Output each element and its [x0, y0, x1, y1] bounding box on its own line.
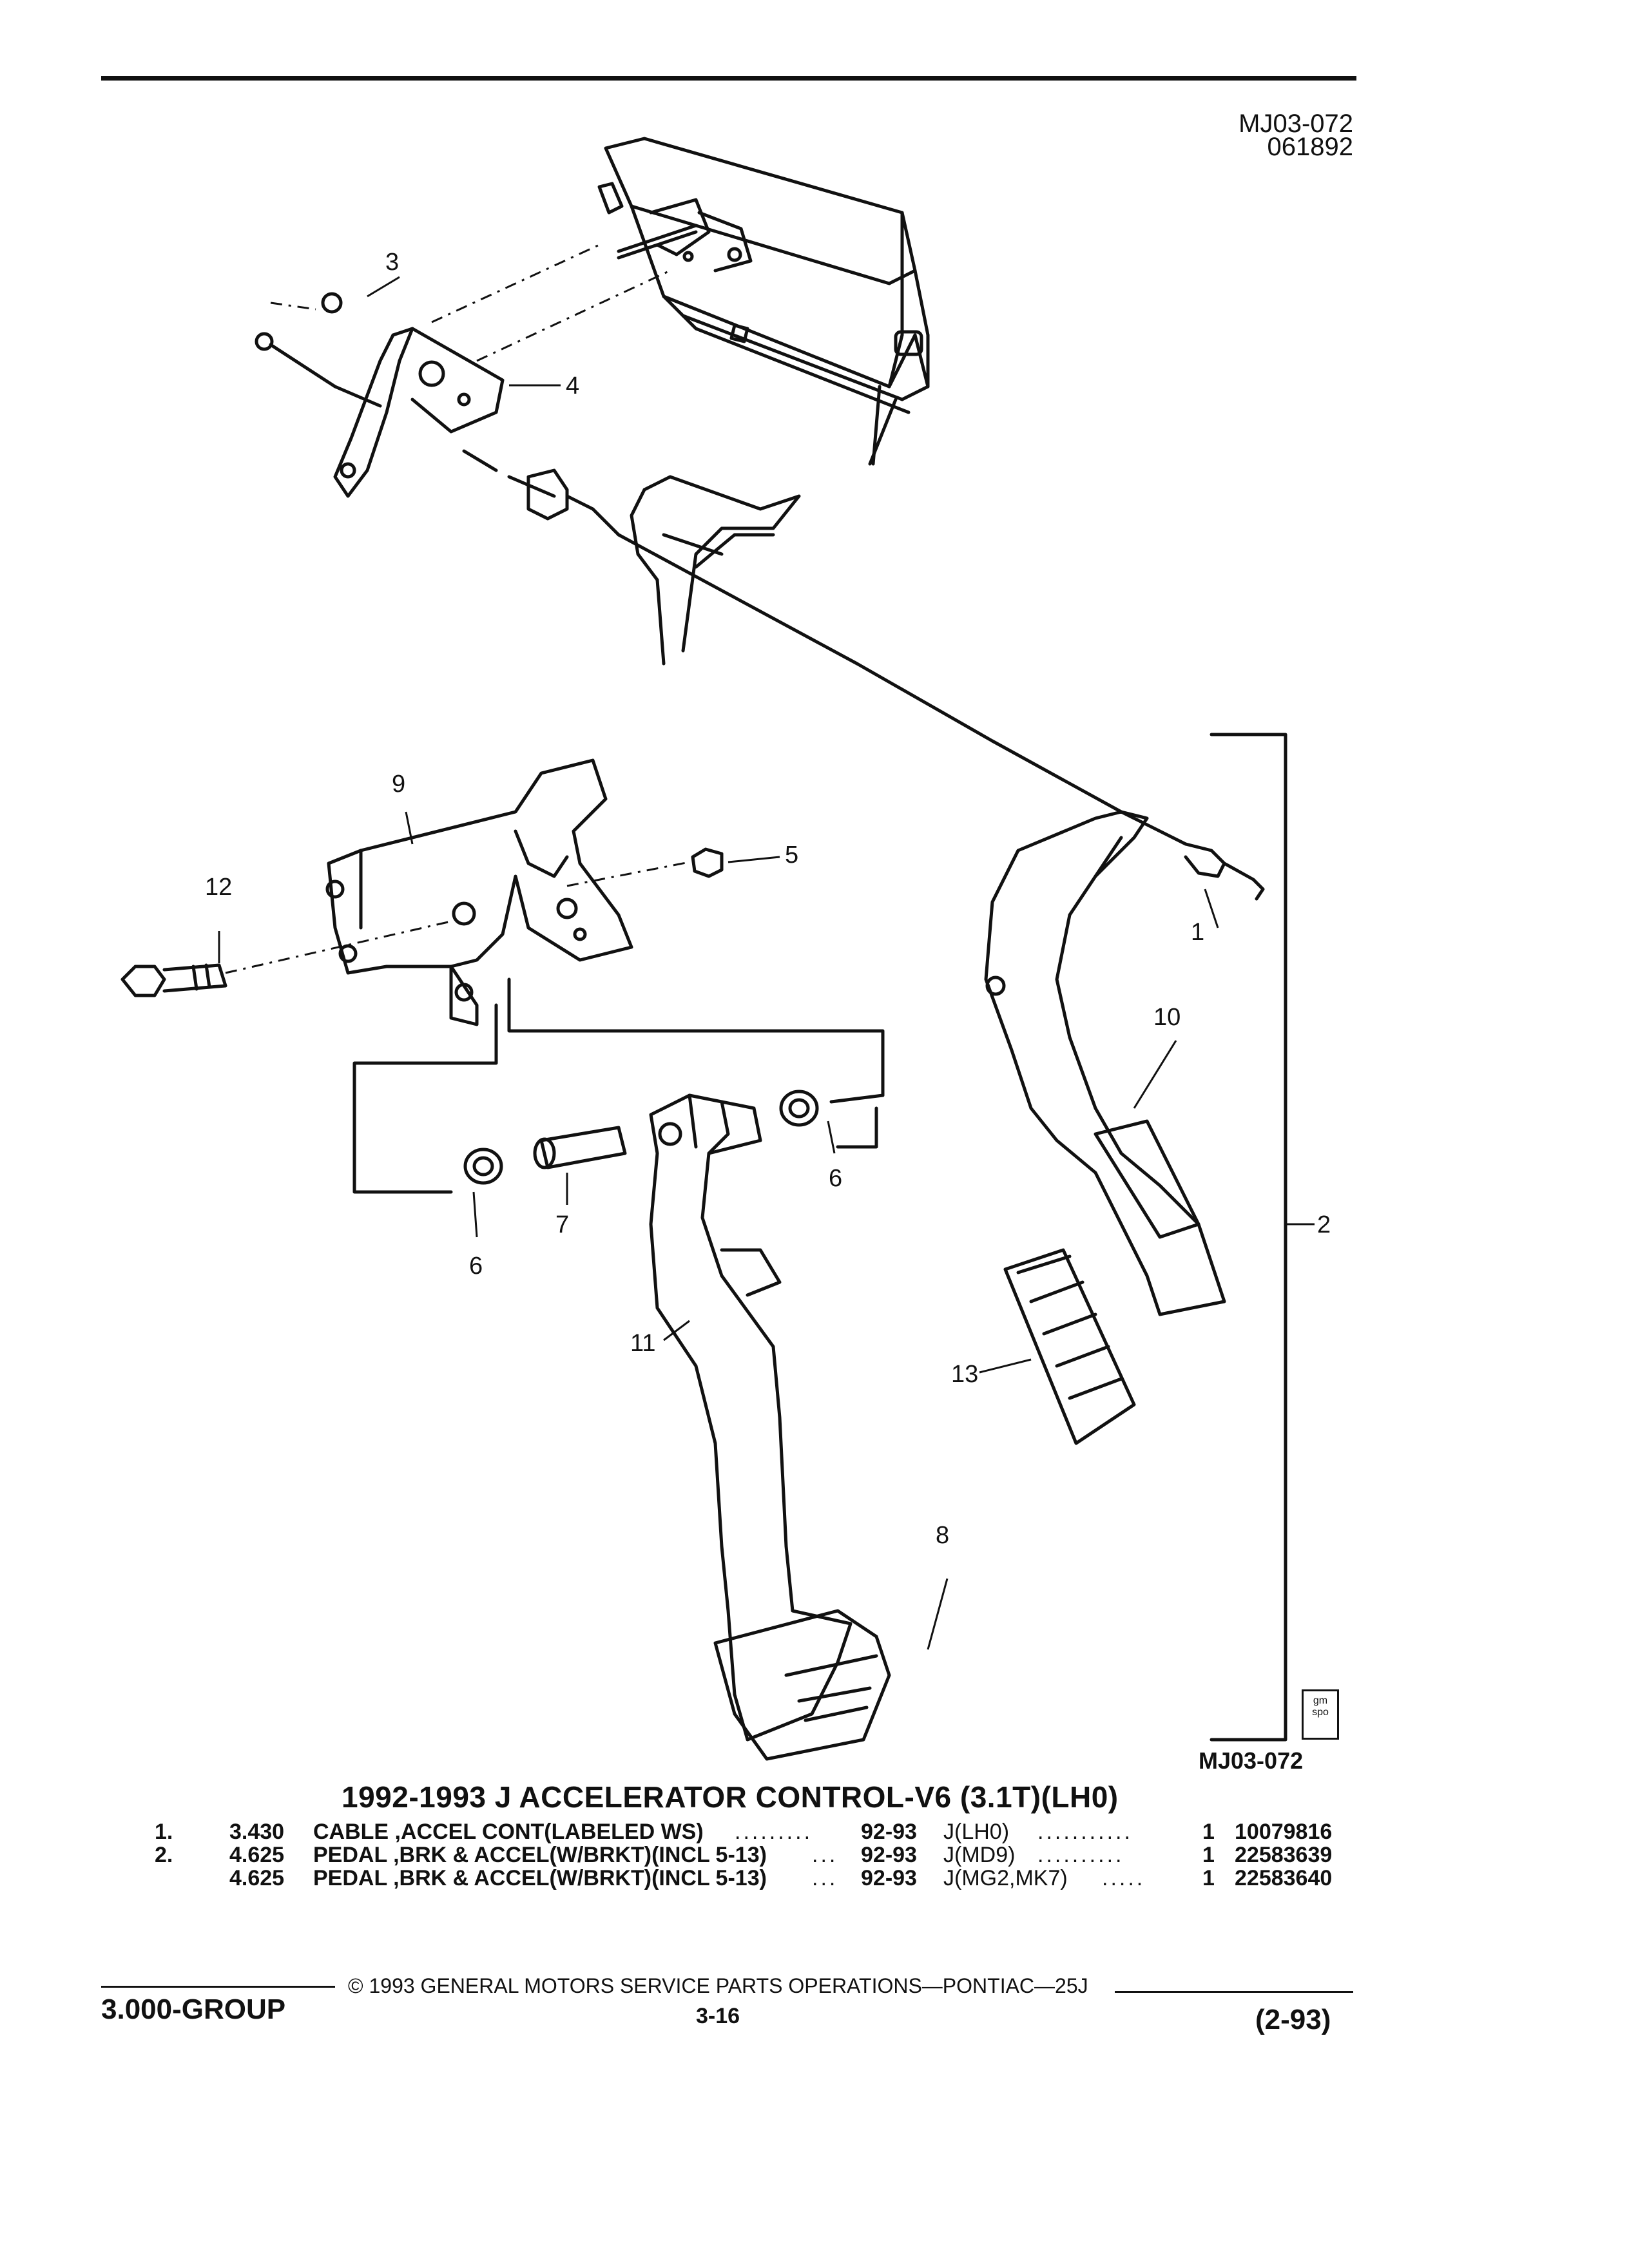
callout-6-right: 6	[829, 1165, 843, 1192]
callout-10: 10	[1153, 1004, 1181, 1031]
leader-dots: ...	[812, 1843, 838, 1867]
footer-rule-left	[101, 1986, 335, 1988]
page-number: 3-16	[696, 2004, 740, 2028]
callout-9: 9	[392, 771, 406, 798]
bolt-drawing	[120, 963, 227, 997]
diagram-caption-code: MJ03-072	[1199, 1747, 1304, 1774]
callout-12: 12	[205, 874, 233, 901]
usage: J(LH0)	[943, 1820, 1010, 1844]
exploded-parts-diagram	[120, 137, 1315, 1761]
callout-2: 2	[1317, 1211, 1331, 1238]
model-years: 92-93	[861, 1820, 917, 1844]
bushings-drawing	[463, 1090, 819, 1185]
pedal-pad-drawing	[1003, 1248, 1136, 1445]
section-title: 1992-1993 J ACCELERATOR CONTROL-V6 (3.1T…	[342, 1780, 1119, 1814]
callout-7: 7	[555, 1211, 570, 1238]
model-years: 92-93	[861, 1866, 917, 1890]
part-number: 22583639	[1235, 1843, 1333, 1867]
throttle-body-drawing	[597, 137, 930, 466]
revision-date: (2-93)	[1255, 2004, 1331, 2035]
group-number: 4.625	[229, 1866, 285, 1890]
group-label: 3.000-GROUP	[101, 1994, 286, 2025]
quantity: 1	[1202, 1866, 1215, 1890]
callout-5: 5	[785, 841, 799, 869]
usage: J(MG2,MK7)	[943, 1866, 1068, 1890]
group-box-drawing	[352, 977, 885, 1194]
group-number: 3.430	[229, 1820, 285, 1844]
item-number: 1.	[155, 1820, 173, 1844]
accelerator-pedal-drawing	[984, 810, 1226, 1316]
part-description: PEDAL ,BRK & ACCEL(W/BRKT)(INCL 5-13)	[313, 1843, 767, 1867]
gm-spo-stamp: gm spo	[1302, 1689, 1339, 1740]
leader-dots: .....	[1102, 1866, 1146, 1890]
callout-6-left: 6	[469, 1253, 483, 1280]
footer-rule-right	[1115, 1991, 1353, 1993]
part-number: 10079816	[1235, 1820, 1333, 1844]
accelerator-cable-drawing	[462, 449, 1265, 901]
callout-11: 11	[630, 1330, 656, 1357]
callout-1: 1	[1191, 919, 1205, 946]
illustration-code: MJ03-072	[1239, 110, 1353, 138]
leader-dots: ...	[812, 1866, 838, 1890]
copyright-notice: © 1993 GENERAL MOTORS SERVICE PARTS OPER…	[348, 1974, 1088, 1997]
part-description: PEDAL ,BRK & ACCEL(W/BRKT)(INCL 5-13)	[313, 1866, 767, 1890]
callout-8: 8	[936, 1522, 950, 1549]
item-number: 2.	[155, 1843, 173, 1867]
model-years: 92-93	[861, 1843, 917, 1867]
nut-drawing	[691, 847, 724, 878]
usage: J(MD9)	[943, 1843, 1016, 1867]
cowl-bracket-drawing	[630, 475, 801, 666]
illustration-date: 061892	[1267, 133, 1353, 161]
quantity: 1	[1202, 1843, 1215, 1867]
group-number: 4.625	[229, 1843, 285, 1867]
part-description: CABLE ,ACCEL CONT(LABELED WS)	[313, 1820, 704, 1844]
callout-4: 4	[566, 372, 580, 399]
leader-dots: ...........	[1037, 1820, 1133, 1844]
item-2-bracket	[1210, 733, 1287, 1742]
cable-bracket-drawing	[255, 292, 505, 498]
callout-3: 3	[385, 249, 400, 276]
leader-dots: .........	[735, 1820, 813, 1844]
part-number: 22583640	[1235, 1866, 1333, 1890]
quantity: 1	[1202, 1820, 1215, 1844]
callout-13: 13	[951, 1361, 979, 1388]
top-rule	[101, 76, 1356, 81]
brake-pedal-drawing	[649, 1093, 891, 1761]
leader-dots: ..........	[1037, 1843, 1124, 1867]
pedal-bracket-drawing	[325, 758, 633, 1026]
